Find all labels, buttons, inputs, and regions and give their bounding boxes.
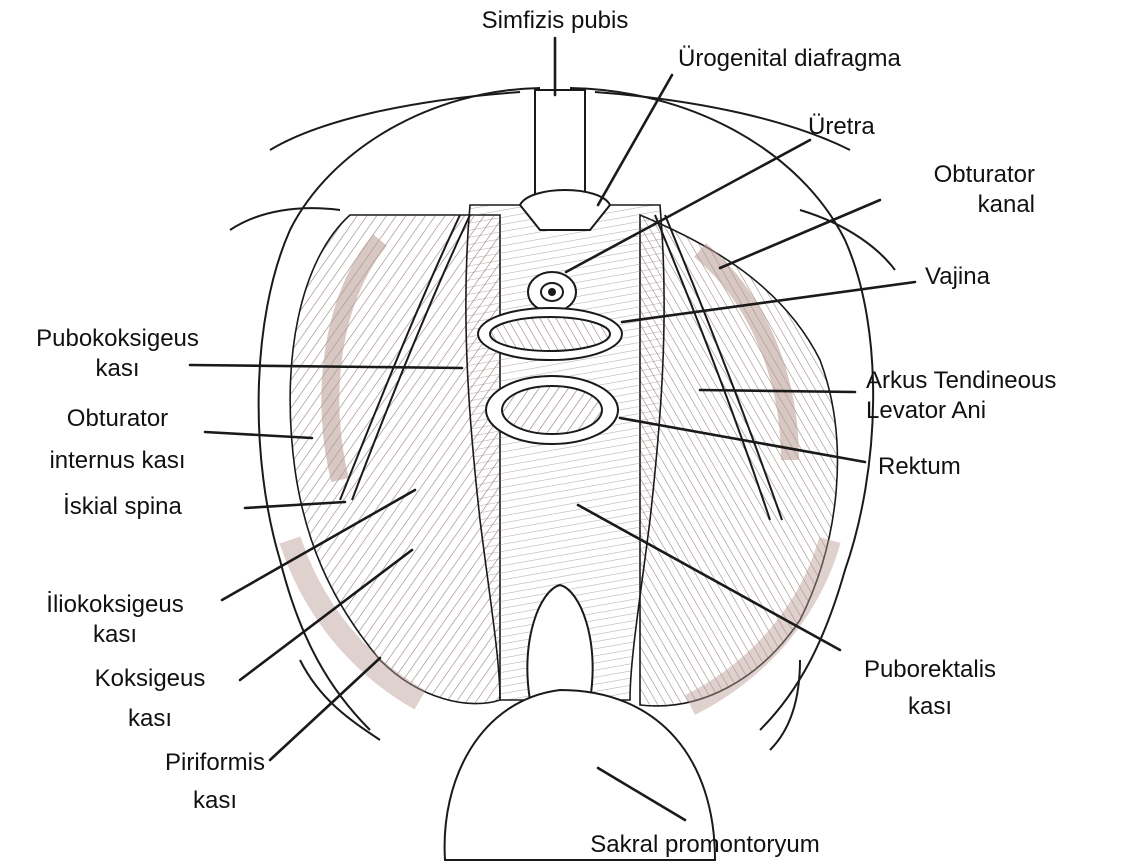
- label-rektum: Rektum: [878, 452, 961, 482]
- label-puborektalis-line1: Puborektalis: [830, 655, 1030, 685]
- symphysis: [520, 90, 610, 230]
- label-pubokoksigeus-line2: kası: [0, 354, 235, 384]
- rectum-structure: [486, 376, 618, 444]
- label-obturator-internus-line2: internus kası: [0, 446, 235, 476]
- label-iskial-spina: İskial spina: [0, 492, 245, 522]
- label-simfizis-pubis: Simfizis pubis: [455, 6, 655, 36]
- label-pubokoksigeus-line1: Pubokoksigeus: [0, 324, 235, 354]
- label-koksigeus-line1: Koksigeus: [50, 664, 250, 694]
- label-obturator-internus-line1: Obturator: [0, 404, 235, 434]
- label-arkus-tendineous-line2: Levator Ani: [866, 396, 986, 426]
- vagina-structure: [478, 308, 622, 360]
- urethra-structure: [528, 272, 576, 312]
- label-iliokoksigeus-line1: İliokoksigeus: [0, 590, 230, 620]
- label-piriformis-line1: Piriformis: [120, 748, 310, 778]
- label-obturator-kanal-line1: Obturator: [860, 160, 1035, 190]
- label-iliokoksigeus-line2: kası: [0, 620, 230, 650]
- label-obturator-kanal-line2: kanal: [860, 190, 1035, 220]
- label-vajina: Vajina: [925, 262, 990, 292]
- label-uretra: Üretra: [808, 112, 875, 142]
- label-sakral-promontoryum: Sakral promontoryum: [560, 830, 850, 860]
- label-piriformis-line2: kası: [120, 786, 310, 816]
- label-arkus-tendineous-line1: Arkus Tendineous: [866, 366, 1056, 396]
- label-urogenital-diafragma: Ürogenital diafragma: [678, 44, 901, 74]
- label-koksigeus-line2: kası: [50, 704, 250, 734]
- label-puborektalis-line2: kası: [830, 692, 1030, 722]
